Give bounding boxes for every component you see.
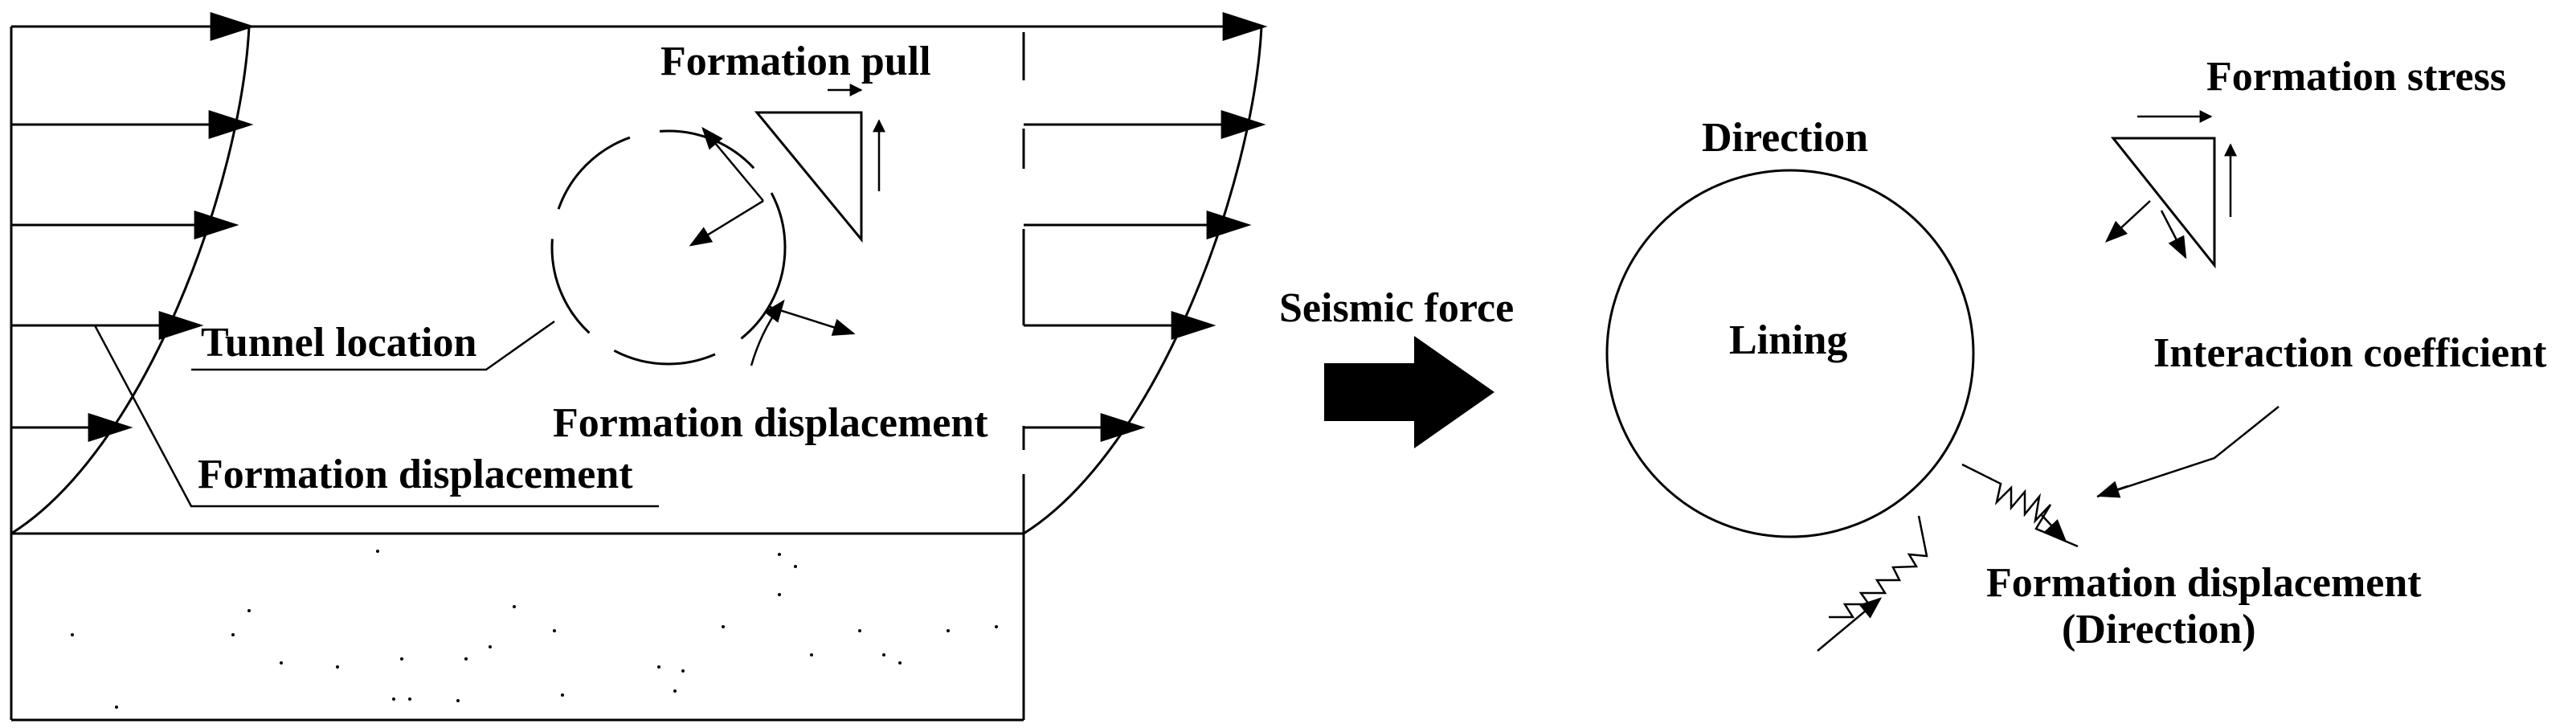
lining-model-panel bbox=[1605, 110, 2280, 652]
direction-top-label: Direction bbox=[1702, 115, 1868, 161]
bedrock-speckles bbox=[71, 550, 998, 709]
interaction-leader-line bbox=[2096, 406, 2280, 498]
ground-model-panel bbox=[10, 12, 1268, 722]
right-profile-arrows bbox=[1024, 12, 1268, 442]
stress-arrow-down-right bbox=[2160, 210, 2187, 260]
stress-arrow-down-left bbox=[2104, 200, 2151, 243]
tunnel-location-circle bbox=[550, 129, 787, 366]
seismic-force-label: Seismic force bbox=[1279, 285, 1514, 331]
lining-circle bbox=[1605, 169, 1975, 538]
interaction-leader-arrow bbox=[2096, 481, 2128, 498]
lining-label: Lining bbox=[1729, 317, 1847, 363]
seismic-force-arrow bbox=[1324, 336, 1494, 448]
direction-bottom-label: (Direction) bbox=[2062, 607, 2256, 652]
left-profile-arrows bbox=[10, 12, 256, 442]
tunnel-location-leader bbox=[191, 320, 555, 371]
spring-right bbox=[1961, 463, 2079, 548]
radial-arrow-inward bbox=[689, 199, 764, 247]
radial-arrow-up bbox=[701, 126, 764, 202]
formation-stress-triangle bbox=[2110, 137, 2216, 269]
formation-displacement-leader bbox=[93, 325, 659, 508]
formation-pull-label: Formation pull bbox=[660, 39, 931, 84]
interaction-coefficient-label: Interaction coefficient bbox=[2153, 330, 2547, 376]
formation-stress-label: Formation stress bbox=[2206, 54, 2506, 100]
tunnel-location-label: Tunnel location bbox=[201, 320, 476, 366]
formation-pull-triangle bbox=[754, 111, 863, 243]
displacement-profile-left bbox=[10, 26, 251, 535]
tangential-arrow-right bbox=[769, 305, 856, 336]
displacement-profile-right bbox=[1023, 26, 1263, 535]
formation-displacement-outer-label: Formation displacement bbox=[198, 452, 633, 497]
tangential-arrow-up bbox=[750, 299, 785, 366]
spring-bottom bbox=[1817, 515, 1928, 652]
formation-displacement-inner-label: Formation displacement bbox=[553, 400, 988, 446]
formation-displacement-right-label: Formation displacement bbox=[1986, 560, 2422, 606]
